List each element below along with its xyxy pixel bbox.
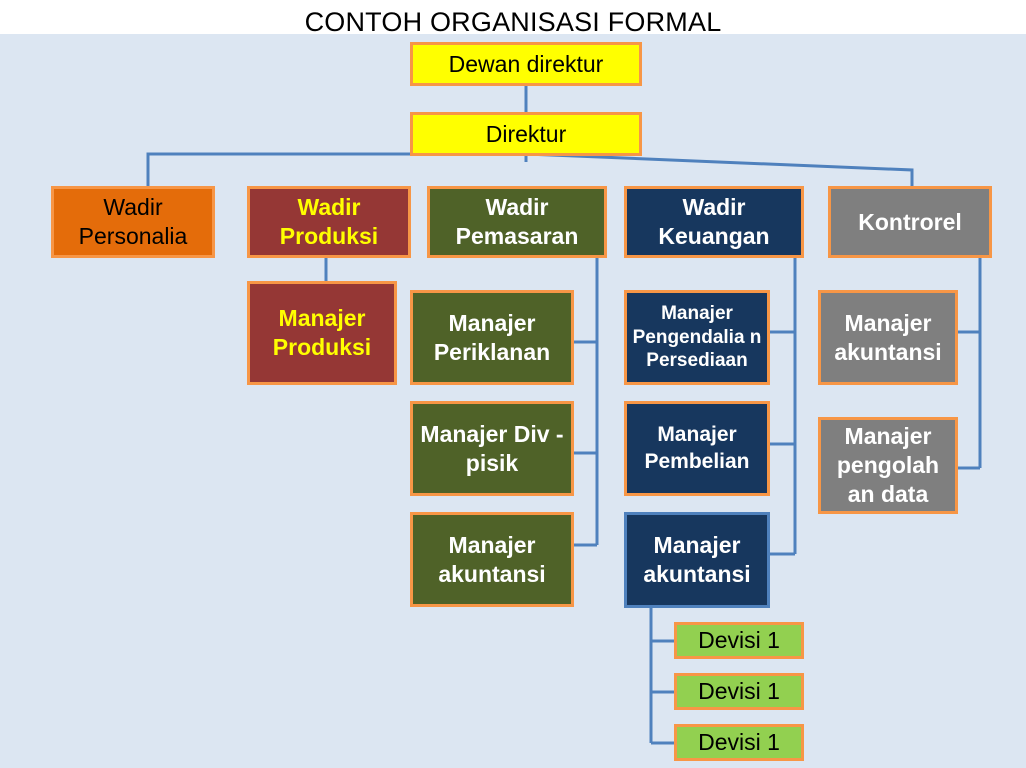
node-label: Manajer Div -pisik — [420, 420, 564, 476]
node-label: Wadir Personalia — [78, 194, 188, 249]
node-label: Wadir Keuangan — [658, 194, 770, 249]
node-label: Wadir Pemasaran — [455, 194, 579, 249]
node-devisi-1-a: Devisi 1 — [674, 622, 804, 659]
node-label: Manajer Pembelian — [644, 423, 750, 473]
node-kontrorel: Kontrorel — [828, 186, 992, 258]
node-label: Manajer pengolah an data — [836, 423, 940, 507]
node-manajer-pembelian: Manajer Pembelian — [624, 401, 770, 496]
node-label: Manajer Produksi — [272, 305, 372, 360]
node-label: Dewan direktur — [448, 50, 604, 77]
node-manajer-akuntansi-pemasaran: Manajer akuntansi — [410, 512, 574, 607]
node-label: Manajer Periklanan — [433, 309, 551, 365]
node-label: Devisi 1 — [698, 627, 780, 654]
node-label: Direktur — [485, 120, 567, 147]
node-wadir-produksi: Wadir Produksi — [247, 186, 411, 258]
node-dewan-direktur: Dewan direktur — [410, 42, 642, 86]
node-devisi-1-c: Devisi 1 — [674, 724, 804, 761]
node-manajer-pengendalian-persediaan: Manajer Pengendalia n Persediaan — [624, 290, 770, 385]
node-label: Devisi 1 — [698, 729, 780, 756]
node-manajer-periklanan: Manajer Periklanan — [410, 290, 574, 385]
node-wadir-personalia: Wadir Personalia — [51, 186, 215, 258]
node-label: Wadir Produksi — [279, 194, 379, 249]
node-label: Manajer akuntansi — [438, 531, 546, 587]
node-devisi-1-b: Devisi 1 — [674, 673, 804, 710]
node-label: Kontrorel — [858, 208, 962, 235]
page-title: CONTOH ORGANISASI FORMAL — [0, 0, 1026, 37]
node-label: Manajer akuntansi — [643, 532, 751, 587]
connector — [146, 152, 914, 188]
node-label: Devisi 1 — [698, 678, 780, 705]
node-manajer-akuntansi-keuangan: Manajer akuntansi — [624, 512, 770, 608]
node-label: Manajer akuntansi — [834, 309, 942, 365]
node-label: Manajer Pengendalia n Persediaan — [632, 302, 762, 372]
node-manajer-pengolahan-data: Manajer pengolah an data — [818, 417, 958, 514]
node-direktur: Direktur — [410, 112, 642, 156]
node-manajer-akuntansi-kontrorel: Manajer akuntansi — [818, 290, 958, 385]
node-manajer-div-pisik: Manajer Div -pisik — [410, 401, 574, 496]
node-manajer-produksi: Manajer Produksi — [247, 281, 397, 385]
org-chart: Dewan direktur Direktur Wadir Personalia… — [0, 34, 1026, 768]
node-wadir-pemasaran: Wadir Pemasaran — [427, 186, 607, 258]
node-wadir-keuangan: Wadir Keuangan — [624, 186, 804, 258]
